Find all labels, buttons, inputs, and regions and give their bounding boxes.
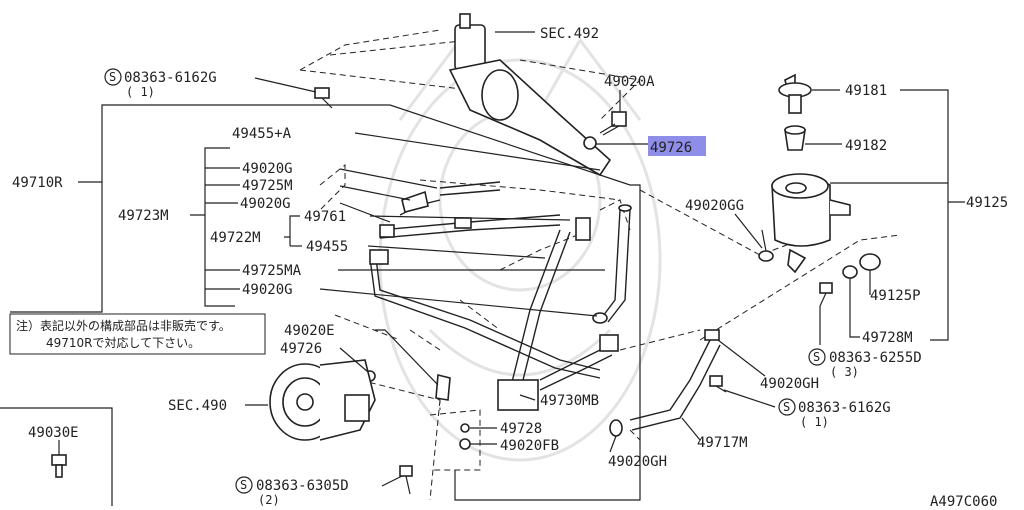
clamp-49020gg [758,229,774,262]
label-sec490[interactable]: SEC.490 [168,398,227,414]
label-bolt-6162-bottom[interactable]: 08363-6162G [798,400,891,416]
note-box: 注）表記以外の構成部品は非販売です。 49710Rで対応して下さい。 [9,313,266,355]
s-mark-icon [808,348,826,366]
label-bolt-6162-bottom-qty: ( 1) [800,415,829,429]
label-bolt-6162-top[interactable]: 08363-6162G [124,70,217,86]
label-49030e[interactable]: 49030E [28,425,79,441]
label-49725ma[interactable]: 49725MA [242,263,302,279]
label-49730mb[interactable]: 49730MB [540,393,599,409]
label-49728[interactable]: 49728 [500,421,542,437]
label-49020g-1[interactable]: 49020G [242,161,293,177]
label-49125[interactable]: 49125 [966,195,1008,211]
s-mark-text: S [813,350,820,364]
bolt-08363-6162g-top [314,87,333,109]
note-line-2: 49710Rで対応して下さい。 [46,336,200,350]
label-49726-top[interactable]: 49726 [650,140,692,156]
assembly-outlines [299,29,901,501]
label-49725m[interactable]: 49725M [242,178,293,194]
label-49020fb[interactable]: 49020FB [500,438,559,454]
reservoir-tank [771,73,851,274]
s-mark-text: S [109,70,116,84]
label-49761[interactable]: 49761 [304,209,346,225]
label-49181[interactable]: 49181 [845,83,887,99]
leader-lines [0,31,965,506]
bracket-49020e [435,373,451,401]
pipe-assembly [369,181,601,379]
washer-49726-top [583,136,597,150]
washer-49728 [459,423,471,450]
s-mark-icon [778,398,796,416]
hose-49730mb [497,334,619,411]
s-mark-icon [235,476,253,494]
label-49020a[interactable]: 49020A [604,74,655,90]
suction-hose [509,204,632,393]
label-49020gg[interactable]: 49020GG [685,198,744,214]
label-49717m[interactable]: 49717M [697,435,748,451]
label-bolt-6255-qty: ( 3) [830,365,859,379]
s-mark-text: S [783,400,790,414]
label-bolt-6255[interactable]: 08363-6255D [829,350,922,366]
label-bolt-6305[interactable]: 08363-6305D [256,478,349,494]
selected-part-highlight [648,136,706,156]
s-mark-icon [104,68,122,86]
part-labels: SEC.492 S 08363-6162G ( 1) 49020A 49181 … [12,26,1008,510]
label-49728m[interactable]: 49728M [862,330,913,346]
label-49125p[interactable]: 49125P [870,288,921,304]
label-49455a[interactable]: 49455+A [232,126,292,142]
s-mark-text: S [240,478,247,492]
label-bolt-6162-top-qty: ( 1) [126,85,155,99]
label-49182[interactable]: 49182 [845,138,887,154]
label-49722m[interactable]: 49722M [210,230,261,246]
label-49723m[interactable]: 49723M [118,208,169,224]
label-49020g-3[interactable]: 49020G [242,282,293,298]
label-49020gh-2[interactable]: 49020GH [608,454,667,470]
label-bolt-6305-qty: (2) [258,493,280,507]
label-49455[interactable]: 49455 [306,239,348,255]
label-49020gh-1[interactable]: 49020GH [760,376,819,392]
bolt-08363-6305d [399,465,413,495]
note-line-1: 注）表記以外の構成部品は非販売です。 [16,318,231,333]
label-49020e[interactable]: 49020E [284,323,335,339]
label-49020g-2[interactable]: 49020G [240,196,291,212]
label-49726-left[interactable]: 49726 [280,341,322,357]
grommet-49125p [819,253,881,307]
power-steering-pump [269,359,376,441]
bolt-49020a [599,111,627,136]
steering-gear-illustration [448,13,612,177]
label-49710r[interactable]: 49710R [12,175,63,191]
label-sec492[interactable]: SEC.492 [540,26,599,42]
diagram-id: A497C060 [930,494,997,510]
return-hose-49717m [609,329,727,437]
fastener-49030e [51,454,67,478]
